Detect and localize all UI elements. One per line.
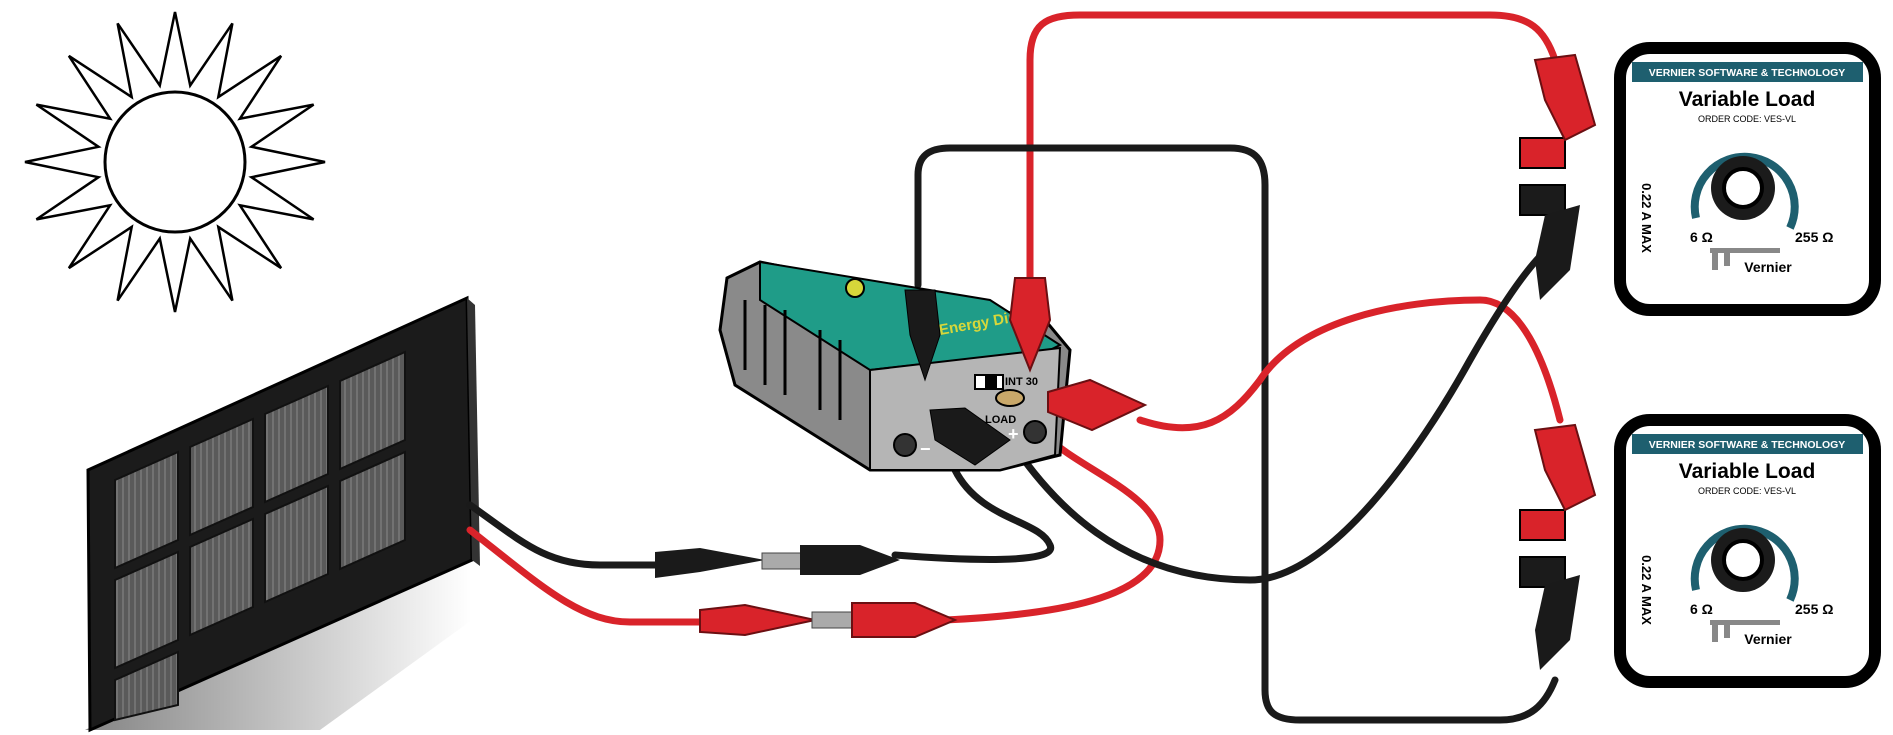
interface-plus-label: +: [1008, 424, 1019, 444]
load-logo-text: Vernier: [1744, 259, 1792, 275]
load-max-label: 255 Ω: [1795, 229, 1833, 245]
load-min-label: 6 Ω: [1690, 601, 1713, 617]
load-banner: VERNIER SOFTWARE & TECHNOLOGY: [1649, 67, 1846, 79]
sun-icon: [24, 11, 326, 313]
load-min-label: 6 Ω: [1690, 229, 1713, 245]
interface-load-label: LOAD: [985, 414, 1016, 426]
load1-terminals: [1519, 53, 1597, 300]
alligator-clip-icon: [1535, 575, 1580, 670]
solar-panel-icon: [85, 295, 480, 733]
black-wire-load2: [914, 144, 1559, 724]
black-wire-load1: [1006, 236, 1564, 584]
variable-load-2: VERNIER SOFTWARE & TECHNOLOGY Variable L…: [1614, 414, 1881, 688]
solar-cells: [114, 350, 406, 722]
alligator-clip-icon: [1008, 277, 1052, 373]
alligator-clip-icon: [904, 289, 941, 382]
panel-black-wire: [466, 501, 664, 569]
variable-load-1: VERNIER SOFTWARE & TECHNOLOGY Variable L…: [1614, 42, 1881, 316]
vernier-caliper-logo-icon: [1710, 248, 1780, 270]
alligator-clip-icon: [655, 545, 900, 578]
alligator-clip-icon: [1535, 205, 1580, 300]
load-max-current: 0.22 A MAX: [1639, 183, 1654, 253]
dial-knob-icon: [1711, 156, 1775, 220]
interface-switch-label: INT 30: [1005, 376, 1038, 388]
load-logo-text: Vernier: [1744, 631, 1792, 647]
red-wire-interface-plus: [941, 431, 1164, 624]
load-title: Variable Load: [1679, 88, 1816, 111]
alligator-clip-icon: [699, 602, 958, 638]
load-order-code: ORDER CODE: VES-VL: [1698, 486, 1796, 496]
load-banner: VERNIER SOFTWARE & TECHNOLOGY: [1649, 439, 1846, 451]
dial-knob-icon: [1711, 528, 1775, 592]
alligator-clip-icon: [929, 407, 1011, 466]
panel-red-wire: [466, 526, 704, 626]
load-max-current: 0.22 A MAX: [1639, 555, 1654, 625]
energy-interface-box: Energy Direct INT 30 LOAD − +: [718, 260, 1072, 472]
load-order-code: ORDER CODE: VES-VL: [1698, 114, 1796, 124]
alligator-clip-icon: [1533, 53, 1597, 142]
red-wire-load2: [1136, 296, 1564, 432]
load-title: Variable Load: [1679, 460, 1816, 483]
load2-terminals: [1519, 423, 1597, 670]
vernier-caliper-logo-icon: [1710, 620, 1780, 642]
load-max-label: 255 Ω: [1795, 601, 1833, 617]
alligator-clip-icon: [1047, 378, 1148, 432]
alligator-clip-icon: [1533, 423, 1597, 512]
interface-minus-label: −: [920, 439, 931, 459]
red-wire-load1: [1026, 11, 1559, 349]
